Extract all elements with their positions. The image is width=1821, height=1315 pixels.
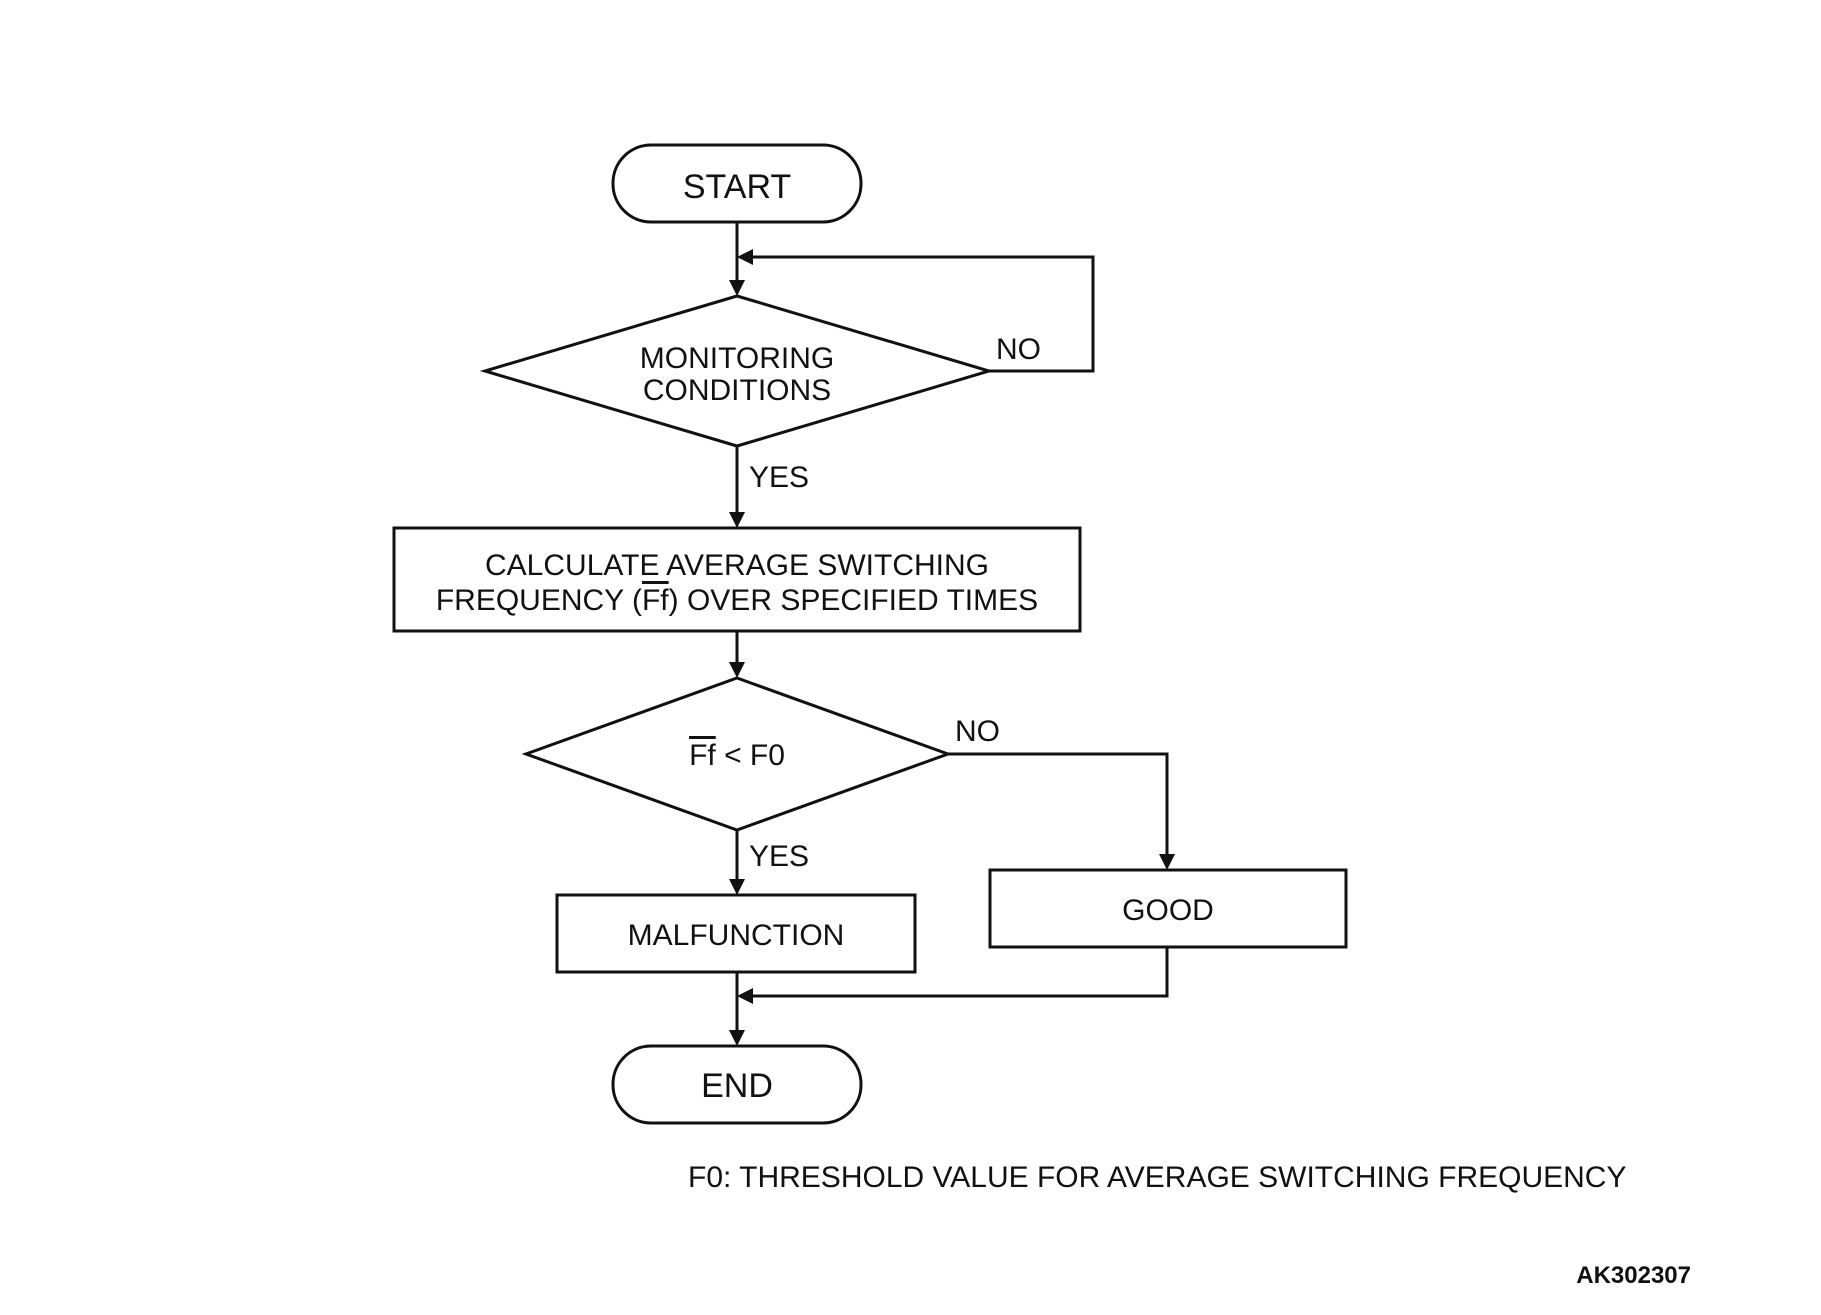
monitoring-label-line2: CONDITIONS — [643, 374, 831, 407]
edge-good-to-end — [750, 947, 1169, 998]
calculate-box-shape — [392, 526, 1082, 633]
end-node: END — [611, 1044, 863, 1125]
malfunction-label: MALFUNCTION — [628, 919, 845, 952]
calculate-label-line2-post: ) OVER SPECIFIED TIMES — [669, 584, 1039, 617]
good-label: GOOD — [1122, 894, 1214, 927]
calculate-label-line2-pre: FREQUENCY ( — [436, 584, 642, 617]
edge-compare-no — [948, 752, 1169, 856]
compare-label: Ff < F0 — [689, 739, 785, 772]
arrowhead-malfunction — [729, 879, 745, 895]
monitoring-no-label: NO — [996, 333, 1041, 366]
calculate-label-line2: FREQUENCY (Ff) OVER SPECIFIED TIMES — [436, 584, 1038, 617]
arrowhead-monitoring — [729, 280, 745, 296]
arrowhead-no-loop — [737, 249, 753, 265]
threshold-note: F0: THRESHOLD VALUE FOR AVERAGE SWITCHIN… — [688, 1161, 1626, 1194]
arrowhead-merge — [737, 988, 753, 1004]
figure-id: AK302307 — [1576, 1262, 1691, 1289]
compare-yes-label: YES — [749, 840, 809, 873]
arrowhead-compare — [729, 662, 745, 678]
compare-label-ff-overline: Ff — [689, 739, 716, 772]
compare-decision: Ff < F0 — [521, 676, 953, 832]
arrowhead-good — [1159, 854, 1175, 870]
calculate-label-ff-overline: Ff — [642, 584, 669, 617]
good-node: GOOD — [988, 868, 1348, 949]
edge-monitoring-no-loop — [750, 255, 1095, 373]
start-node: START — [611, 143, 863, 224]
calculate-label-line1: CALCULATE AVERAGE SWITCHING — [485, 549, 989, 582]
arrowhead-end — [729, 1030, 745, 1046]
end-label: END — [701, 1067, 773, 1105]
monitoring-decision: MONITORING CONDITIONS — [479, 294, 995, 448]
arrowhead-calculate — [729, 512, 745, 528]
monitoring-label-line1: MONITORING — [640, 342, 834, 375]
calculate-node: CALCULATE AVERAGE SWITCHING FREQUENCY (F… — [392, 526, 1082, 633]
start-label: START — [683, 168, 791, 206]
monitoring-yes-label: YES — [749, 461, 809, 494]
end-shape — [611, 1044, 863, 1125]
compare-no-label: NO — [955, 715, 1000, 748]
compare-label-rest: < F0 — [716, 739, 785, 772]
malfunction-node: MALFUNCTION — [555, 893, 917, 974]
